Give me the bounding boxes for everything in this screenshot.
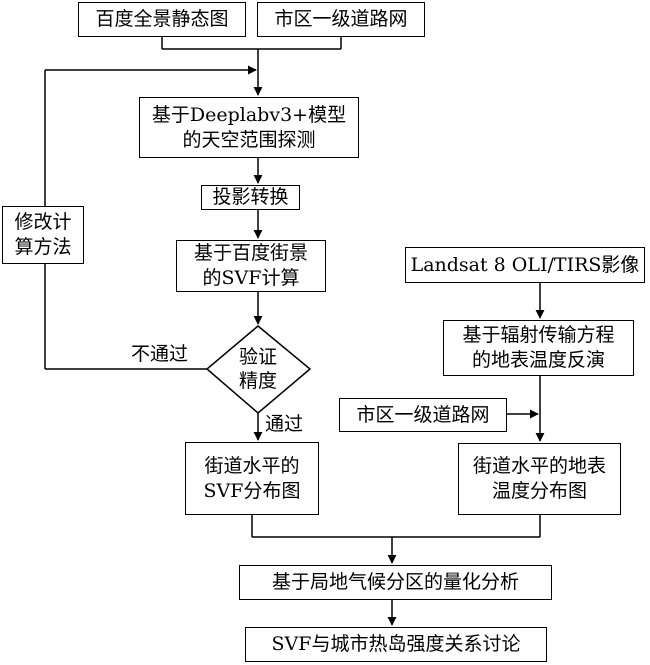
verify-label-line2: 精度 — [238, 370, 277, 392]
verify-decision-text: 验证 精度 — [218, 344, 298, 394]
lst-map-box: 街道水平的地表 温度分布图 — [458, 443, 621, 515]
svf-map-box: 街道水平的 SVF分布图 — [185, 442, 319, 515]
baidu-panorama-box: 百度全景静态图 — [78, 2, 246, 37]
lcz-analysis-box: 基于局地气候分区的量化分析 — [239, 565, 552, 600]
baidu-panorama-label: 百度全景静态图 — [95, 8, 229, 30]
road-network-mid-box: 市区一级道路网 — [339, 398, 507, 432]
lst-inversion-label-line1: 基于辐射传输方程 — [462, 324, 615, 346]
svf-map-label-line1: 街道水平的 — [204, 454, 300, 477]
modify-method-box: 修改计 算方法 — [2, 206, 84, 264]
sky-detection-label-line1: 基于Deeplabv3+模型 — [151, 103, 347, 126]
modify-method-label-line1: 修改计 — [14, 211, 72, 233]
landsat-box: Landsat 8 OLI/TIRS影像 — [405, 247, 645, 283]
road-network-top-box: 市区一级道路网 — [257, 2, 425, 37]
lst-map-label-line2: 温度分布图 — [491, 480, 587, 502]
discussion-box: SVF与城市热岛强度关系讨论 — [245, 627, 547, 662]
lst-map-label-line1: 街道水平的地表 — [472, 455, 606, 477]
svf-calc-box: 基于百度街景 的SVF计算 — [176, 240, 326, 292]
road-network-mid-label: 市区一级道路网 — [356, 403, 490, 426]
sky-detection-label-line2: 的天空范围探测 — [182, 128, 316, 151]
verify-decision-diamond — [205, 325, 312, 414]
projection-label: 投影转换 — [212, 186, 289, 208]
fail-edge-label: 不通过 — [131, 343, 189, 365]
discussion-label: SVF与城市热岛强度关系讨论 — [271, 633, 521, 655]
road-network-top-label: 市区一级道路网 — [274, 8, 408, 30]
svf-calc-label-line1: 基于百度街景 — [193, 242, 308, 264]
landsat-label: Landsat 8 OLI/TIRS影像 — [410, 253, 640, 276]
svf-map-label-line2: SVF分布图 — [203, 479, 301, 502]
lst-inversion-label-line2: 的地表温度反演 — [471, 349, 605, 371]
lst-inversion-box: 基于辐射传输方程 的地表温度反演 — [443, 320, 634, 376]
projection-box: 投影转换 — [201, 185, 300, 210]
pass-edge-label: 通过 — [265, 413, 304, 435]
lcz-analysis-label: 基于局地气候分区的量化分析 — [271, 571, 519, 593]
modify-method-label-line2: 算方法 — [14, 236, 72, 258]
sky-detection-box: 基于Deeplabv3+模型 的天空范围探测 — [139, 97, 359, 158]
svf-calc-label-line2: 的SVF计算 — [202, 267, 300, 289]
verify-label-line1: 验证 — [238, 346, 277, 368]
